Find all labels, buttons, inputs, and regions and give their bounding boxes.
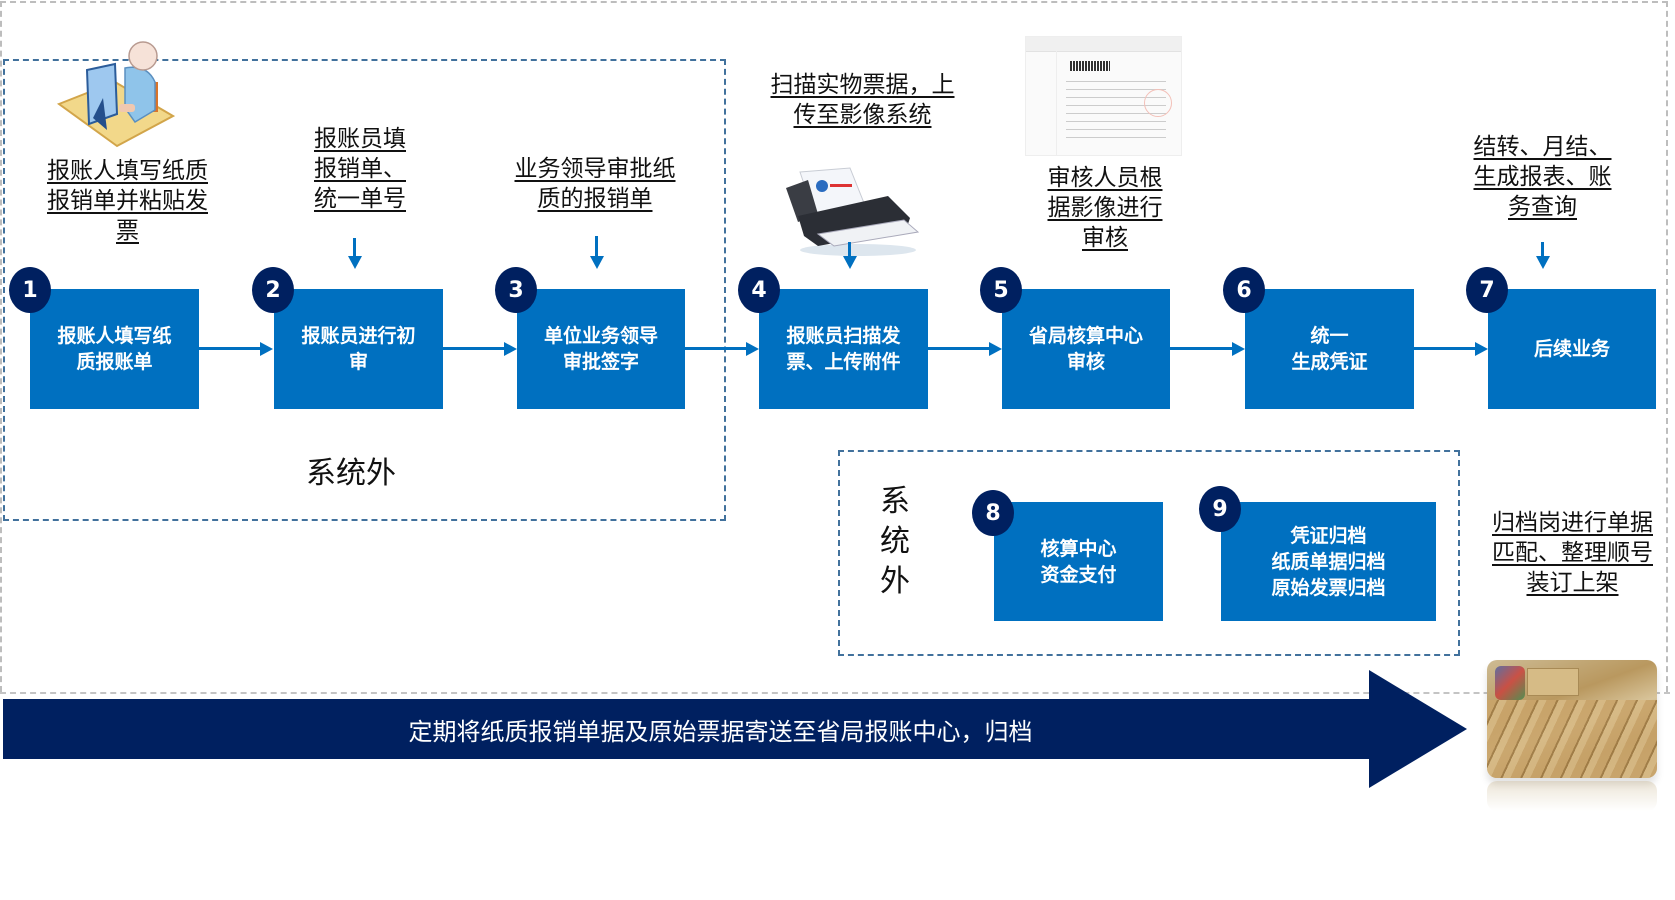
annotation-step-5: 审核人员根 据影像进行 审核	[1030, 163, 1180, 253]
connector-arrow	[595, 236, 598, 256]
annotation-line: 票	[116, 218, 139, 244]
step-box-3: 单位业务领导 审批签字	[517, 289, 685, 409]
outer-frame-bottom	[0, 692, 1670, 694]
annotation-step-4: 扫描实物票据，上 传至影像系统	[755, 70, 970, 130]
arrow-right-icon	[746, 342, 759, 356]
annotation-line: 质的报销单	[537, 186, 653, 212]
annotation-step-2: 报账员填 报销单、 统一单号	[295, 124, 425, 214]
step-badge-4: 4	[738, 267, 780, 313]
scanned-invoice-image	[1025, 36, 1182, 156]
user-computer-icon	[55, 38, 176, 148]
arrow-down-icon	[1536, 256, 1550, 269]
annotation-line: 报销单、	[314, 156, 406, 182]
flow-arrow-6-7	[1414, 347, 1475, 350]
annotation-line: 报账人填写纸质	[47, 158, 208, 184]
step-box-7: 后续业务	[1488, 289, 1656, 409]
annotation-line: 装订上架	[1526, 570, 1619, 596]
annotation-line: 扫描实物票据，上	[770, 72, 955, 98]
archive-photo-reflection	[1487, 781, 1657, 811]
label-char: 系	[880, 484, 910, 519]
label-char: 统	[880, 524, 910, 559]
outside-system-label-1: 系统外	[306, 456, 396, 491]
archive-boxes-photo	[1487, 660, 1657, 778]
arrow-right-icon	[989, 342, 1002, 356]
flow-arrow-4-5	[928, 347, 989, 350]
step-badge-9: 9	[1199, 486, 1241, 532]
arrow-right-icon	[504, 342, 517, 356]
arrow-right-icon	[260, 342, 273, 356]
connector-arrow	[848, 242, 851, 256]
arrow-down-icon	[348, 256, 362, 269]
flow-arrow-1-2	[199, 347, 260, 350]
annotation-step-1: 报账人填写纸质 报销单并粘贴发 票	[30, 156, 225, 246]
flow-arrow-5-6	[1170, 347, 1232, 350]
annotation-step-7: 结转、月结、 生成报表、账 务查询	[1460, 132, 1625, 222]
connector-arrow	[1541, 242, 1544, 256]
step-badge-6: 6	[1223, 267, 1265, 313]
bottom-arrow-text: 定期将纸质报销单据及原始票据寄送至省局报账中心，归档	[408, 717, 1033, 746]
step-box-2: 报账员进行初 审	[274, 289, 443, 409]
scanner-icon	[778, 166, 923, 258]
step-badge-2: 2	[252, 267, 294, 313]
step-badge-7: 7	[1466, 267, 1508, 313]
arrow-down-icon	[843, 256, 857, 269]
annotation-line: 务查询	[1508, 194, 1577, 220]
bottom-arrow-head	[1369, 670, 1467, 788]
annotation-step-3: 业务领导审批纸 质的报销单	[490, 154, 700, 214]
connector-arrow	[353, 238, 356, 256]
annotation-line: 审核	[1082, 225, 1128, 251]
annotation-line: 生成报表、账	[1473, 164, 1612, 190]
bottom-arrow-body	[3, 699, 1370, 759]
flow-arrow-2-3	[443, 347, 504, 350]
annotation-line: 统一单号	[314, 186, 406, 212]
annotation-line: 业务领导审批纸	[514, 156, 676, 182]
annotation-line: 据影像进行	[1047, 195, 1163, 221]
annotation-line: 归档岗进行单据	[1492, 510, 1653, 536]
outer-frame	[0, 1, 1668, 692]
step-badge-3: 3	[495, 267, 537, 313]
annotation-line: 传至影像系统	[793, 102, 932, 128]
step-box-4: 报账员扫描发 票、上传附件	[759, 289, 928, 409]
annotation-line: 结转、月结、	[1473, 134, 1612, 160]
outside-system-group-1	[3, 59, 726, 521]
arrow-down-icon	[590, 256, 604, 269]
step-box-6: 统一 生成凭证	[1245, 289, 1414, 409]
outside-system-label-2: 系 统 外	[875, 482, 915, 602]
label-char: 外	[880, 564, 910, 599]
step-badge-8: 8	[972, 490, 1014, 536]
arrow-right-icon	[1232, 342, 1245, 356]
step-box-1: 报账人填写纸 质报账单	[30, 289, 199, 409]
annotation-line: 报销单并粘贴发	[47, 188, 208, 214]
flow-arrow-3-4	[685, 347, 746, 350]
step-box-5: 省局核算中心 审核	[1002, 289, 1170, 409]
annotation-line: 报账员填	[314, 126, 406, 152]
step-badge-1: 1	[9, 267, 51, 313]
annotation-archive: 归档岗进行单据 匹配、整理顺号 装订上架	[1480, 508, 1665, 598]
annotation-line: 匹配、整理顺号	[1492, 540, 1653, 566]
annotation-line: 审核人员根	[1047, 165, 1163, 191]
arrow-right-icon	[1475, 342, 1488, 356]
step-box-9: 凭证归档 纸质单据归档 原始发票归档	[1221, 502, 1436, 621]
step-badge-5: 5	[980, 267, 1022, 313]
step-box-8: 核算中心 资金支付	[994, 502, 1163, 621]
outside-system-group-2	[838, 450, 1460, 656]
